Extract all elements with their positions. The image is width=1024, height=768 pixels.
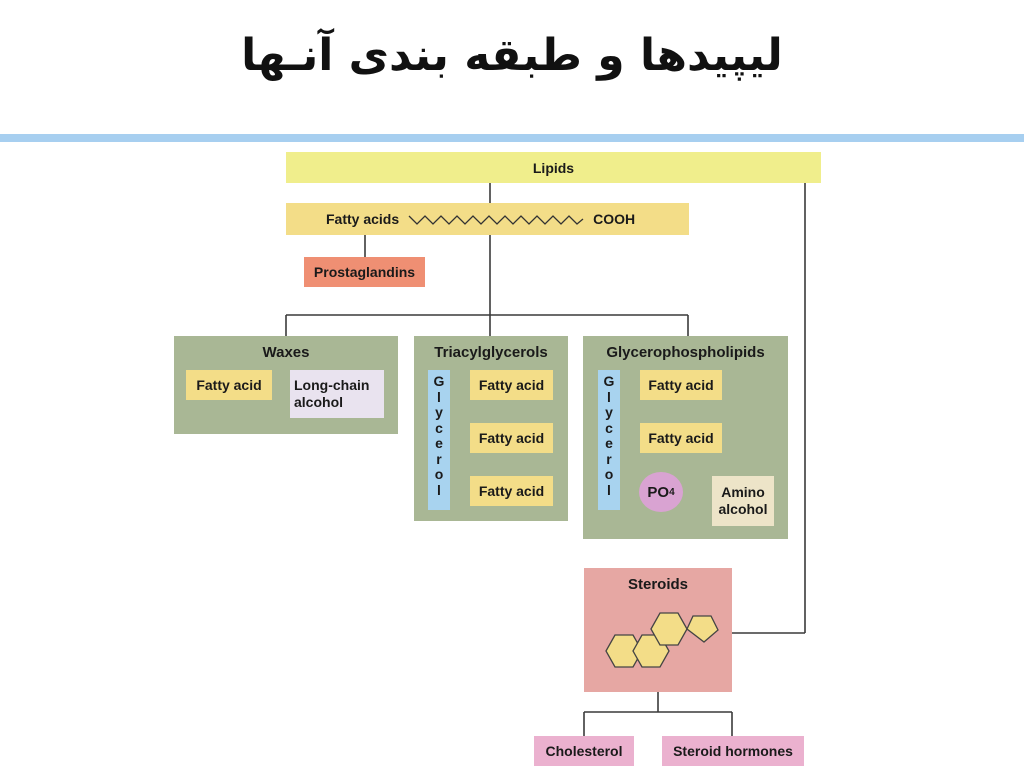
fatty-acids-label: Fatty acids [326, 211, 400, 227]
cooh-label: COOH [593, 211, 636, 227]
waxes-panel: Waxes Fatty acid Long-chain alcohol [174, 336, 398, 434]
glycerol-letter: e [605, 435, 613, 451]
glycerol-letter: c [435, 419, 443, 436]
triacylglycerols-title: Triacylglycerols [434, 344, 548, 361]
waxes-title: Waxes [262, 344, 310, 361]
amino-alcohol-box: Amino alcohol [712, 476, 774, 526]
glycerol-letter: r [436, 450, 442, 467]
glycerol-letter: o [434, 466, 444, 482]
glycerol-letter: y [435, 404, 443, 420]
prostaglandins-box: Prostaglandins [304, 257, 425, 287]
long-chain-alcohol: Long-chain alcohol [290, 370, 384, 418]
glycerol-letter: o [604, 466, 614, 482]
tag-fatty-acid-2: Fatty acid [470, 423, 553, 453]
glycerol-letter: l [607, 481, 611, 498]
waxes-fatty-acid: Fatty acid [186, 370, 272, 400]
glycerol-letter: G [433, 373, 445, 389]
glycerol-letter: r [606, 450, 612, 467]
cholesterol-box: Cholesterol [534, 736, 634, 766]
glycerol-letter: e [435, 435, 443, 451]
tag-fatty-acid-1: Fatty acid [470, 370, 553, 400]
glycerol-letter: l [437, 388, 441, 405]
gpl-fatty-acid-2: Fatty acid [640, 423, 722, 453]
tag-fatty-acid-3: Fatty acid [470, 476, 553, 506]
steroids-title: Steroids [627, 576, 688, 593]
glycerophospholipids-title: Glycerophospholipids [606, 344, 765, 361]
triacylglycerols-panel: Triacylglycerols G l y c e r o l Fatty a… [414, 336, 568, 521]
steroid-hormones-box: Steroid hormones [662, 736, 804, 766]
glycerophospholipids-panel: Glycerophospholipids G l y c e r o l Fat… [583, 336, 788, 539]
gpl-fatty-acid-1: Fatty acid [640, 370, 722, 400]
glycerol-letter: y [605, 404, 613, 420]
lipids-box: Lipids [286, 152, 821, 183]
glycerol-letter: c [605, 419, 613, 436]
glycerol-backbone: G l y c e r o l [598, 370, 620, 510]
glycerol-letter: G [603, 373, 615, 389]
accent-rule [0, 134, 1024, 142]
glycerol-letter: l [437, 481, 441, 498]
zigzag-chain-icon [408, 215, 584, 225]
po4-subscript: 4 [669, 486, 675, 498]
po4-label: PO [647, 483, 670, 501]
steroids-panel: Steroids [584, 568, 732, 692]
fatty-acids-box: Fatty acids COOH [286, 203, 689, 235]
steroid-ring-icon [605, 612, 719, 668]
glycerol-letter: l [607, 388, 611, 405]
slide-title: لیپیدها و طبقه بندی آنـها [241, 30, 783, 81]
glycerol-backbone: G l y c e r o l [428, 370, 450, 510]
